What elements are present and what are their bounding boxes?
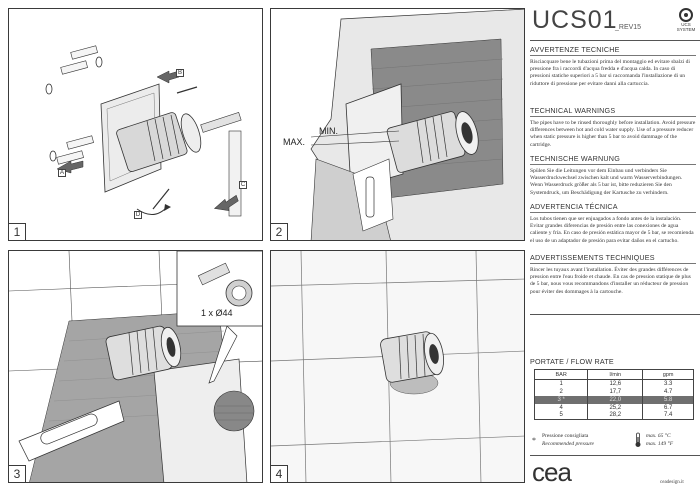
warning-text: The pipes have to be rinsed thoroughly b… (530, 120, 696, 148)
asterisk-marker: * (532, 436, 536, 445)
lmin-cell: 12,6 (587, 379, 644, 388)
lmin-cell: 28,2 (587, 411, 644, 420)
ucs-system-logo: UCS SYSTEM (675, 8, 697, 32)
step-1-tag-c: C (239, 181, 247, 189)
warning-german: TECHNISCHE WARNUNG Spülen Sie die Leitun… (530, 154, 696, 197)
bar-cell: 1 (533, 379, 589, 388)
installation-step-2-panel: MIN. MAX. 2 (270, 8, 525, 241)
bar-cell: 5 (533, 411, 589, 420)
recommended-pressure-it: Pressione consigliata (542, 433, 589, 439)
lmin-cell: 17,7 (587, 387, 644, 396)
step-1-illustration (45, 45, 242, 217)
max-temp-fahrenheit: max. 149 °F (646, 441, 674, 447)
warning-text: Spülen Sie die Leitungen vor dem Einbau … (530, 168, 683, 196)
warning-spanish: ADVERTENCIA TÉCNICA Los tubos tienen que… (530, 202, 696, 245)
warning-text: Rincer les tuyaux avant l'installation. … (530, 267, 691, 295)
divider (530, 314, 700, 315)
step-1-tag-d: D (134, 211, 142, 219)
hole-size-label: 1 x Ø44 (201, 308, 233, 318)
step-number-3: 3 (9, 465, 26, 482)
bar-cell: 2 (533, 387, 589, 396)
warning-french: ADVERTISSEMENTS TECHNIQUES Rincer les tu… (530, 253, 696, 296)
gpm-cell: 7.4 (642, 411, 694, 420)
warning-italian: AVVERTENZE TECNICHE Risciacquare bene le… (530, 45, 696, 88)
table-row-highlighted: 3 * 22,0 5.8 (533, 395, 694, 404)
min-depth-label: MIN. (319, 126, 338, 136)
ucs-logo-text: UCS SYSTEM (676, 22, 696, 32)
step-number-2: 2 (271, 223, 288, 240)
step-4-illustration (271, 251, 524, 482)
divider (530, 40, 700, 41)
step-number-1: 1 (9, 223, 26, 240)
warning-heading: AVVERTENZE TECNICHE (530, 45, 696, 56)
table-row: 4 25,2 6.7 (533, 403, 694, 412)
warning-heading: ADVERTISSEMENTS TECHNIQUES (530, 253, 696, 264)
flow-rate-table: BAR l/min gpm 1 12,6 3.3 2 17,7 4.7 3 * … (533, 369, 694, 420)
divider (530, 455, 700, 456)
lmin-cell: 22,0 (587, 395, 644, 404)
step-number-4: 4 (271, 465, 288, 482)
max-temp-celsius: max. 65 °C (646, 433, 671, 439)
warning-english: TECHNICAL WARNINGS The pipes have to be … (530, 106, 696, 149)
step-3-illustration (9, 251, 262, 482)
column-header: l/min (587, 369, 644, 380)
table-row: 2 17,7 4.7 (533, 387, 694, 396)
step-1-tag-b: B (176, 69, 184, 77)
recommended-pressure-en: Recommended pressure (542, 441, 594, 447)
table-row: 1 12,6 3.3 (533, 379, 694, 388)
warning-heading: TECHNICAL WARNINGS (530, 106, 696, 117)
bar-cell: 3 * (533, 395, 589, 404)
warning-heading: ADVERTENCIA TÉCNICA (530, 202, 696, 213)
installation-step-4-panel: 4 (270, 250, 525, 483)
cea-brand-logo: cea (532, 457, 572, 487)
bar-cell: 4 (533, 403, 589, 412)
flow-rate-title: PORTATE / FLOW RATE (530, 357, 614, 366)
gpm-cell: 6.7 (642, 403, 694, 412)
column-header: BAR (533, 369, 589, 380)
instruction-sidebar: UCS01 _REV15 UCS SYSTEM AVVERTENZE TECNI… (530, 0, 700, 491)
step-2-illustration (310, 9, 524, 240)
installation-step-3-panel: 1 x Ø44 3 (8, 250, 263, 483)
warning-text: Los tubos tienen que ser enjuagados a fo… (530, 216, 694, 244)
gpm-cell: 5.8 (642, 395, 694, 404)
warning-text: Risciacquare bene le tubazioni prima del… (530, 59, 690, 87)
max-depth-label: MAX. (283, 137, 306, 147)
website-label: ceadesign.it (660, 480, 684, 485)
column-header: gpm (642, 369, 694, 380)
installation-step-1-panel: B A C D 1 (8, 8, 263, 241)
table-row: 5 28,2 7.4 (533, 411, 694, 420)
thermometer-icon (635, 432, 641, 447)
revision-label: _REV15 (615, 24, 642, 31)
ucs-logo-icon (679, 8, 693, 22)
product-title: UCS01 (532, 6, 618, 34)
gpm-cell: 3.3 (642, 379, 694, 388)
gpm-cell: 4.7 (642, 387, 694, 396)
warning-heading: TECHNISCHE WARNUNG (530, 154, 696, 165)
step-1-tag-a: A (58, 169, 66, 177)
table-header-row: BAR l/min gpm (533, 369, 694, 380)
lmin-cell: 25,2 (587, 403, 644, 412)
